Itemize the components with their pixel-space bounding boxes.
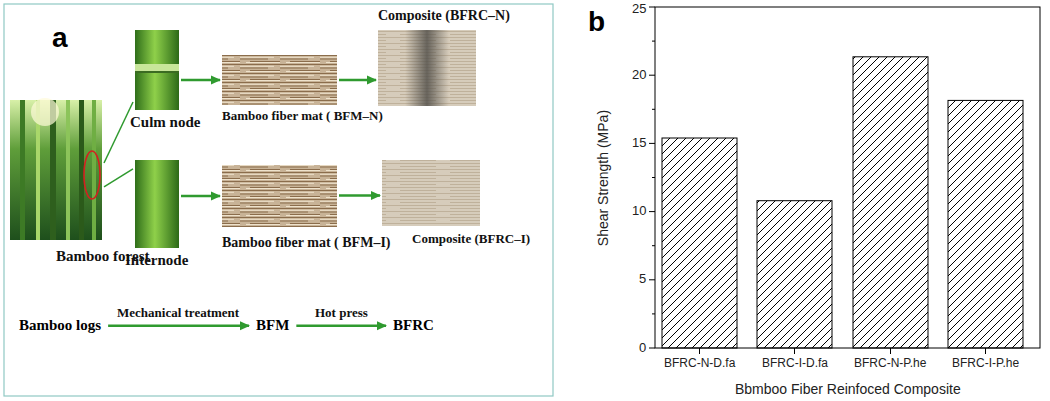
category-label: BFRC-I-P.he — [952, 357, 1019, 371]
bar — [662, 138, 737, 348]
step-text: Bamboo logs — [19, 317, 101, 334]
leader-line — [104, 102, 133, 163]
arrow-label: Hot press — [313, 306, 370, 321]
photo-label: Composite (BFRC–N) — [378, 8, 510, 24]
photo-label: Bamboo fiber mat ( BFM–I) — [222, 235, 391, 251]
composite-i-photo — [382, 160, 480, 226]
photo-label: Composite (BFRC–I) — [412, 232, 530, 247]
flow-step: BFM — [255, 316, 290, 335]
flow-arrow — [339, 194, 380, 197]
composite-n-photo — [378, 30, 476, 106]
tick-label: 15 — [632, 136, 646, 151]
bar — [757, 201, 832, 348]
photo-box: Culm node — [135, 30, 179, 110]
photo-label: Internode — [125, 252, 188, 269]
panel-frame — [4, 4, 553, 396]
bar-chart — [649, 7, 1040, 354]
step-text: BFRC — [393, 317, 434, 334]
panel-letter: a — [52, 22, 68, 54]
fiber-mat-i-photo — [222, 165, 337, 227]
flow-arrow — [339, 79, 376, 82]
tick-label: 10 — [632, 204, 646, 219]
plot-frame — [655, 7, 1040, 348]
photo-box: Bamboo fiber mat ( BFM–N) — [222, 55, 337, 105]
panel-letter: b — [588, 6, 605, 38]
step-text: BFM — [256, 317, 289, 334]
photo-box: Composite (BFRC–I) — [382, 160, 480, 226]
fiber-mat-n-photo — [222, 55, 337, 105]
tick-label: 25 — [632, 2, 646, 17]
photo-box: Internode — [135, 160, 179, 248]
axis-title: Shear Strength (MPa) — [595, 110, 611, 246]
category-label: BFRC-I-D.fa — [762, 357, 828, 371]
tick-label: 5 — [639, 272, 646, 287]
photo-label: Bamboo fiber mat ( BFM–N) — [222, 109, 383, 124]
internode-photo — [135, 160, 179, 248]
arrow-label: Mechanical treatment — [115, 306, 241, 321]
forest-photo — [10, 98, 102, 240]
flow-step: Bamboo logs — [18, 316, 102, 335]
bar — [948, 100, 1023, 348]
leader-line — [104, 169, 133, 187]
category-label: BFRC-N-D.fa — [664, 357, 735, 371]
axis-ticks — [649, 7, 986, 354]
flow-arrow — [296, 324, 386, 327]
flow-arrow — [181, 79, 220, 82]
culm-node-photo — [135, 30, 179, 110]
axis-title: Bbmboo Fiber Reinfoced Composite — [735, 381, 961, 397]
photo-box: Bamboo fiber mat ( BFM–I) — [222, 165, 337, 227]
category-label: BFRC-N-P.he — [854, 357, 926, 371]
photo-box: Bamboo forest — [10, 100, 102, 240]
tick-label: 20 — [632, 68, 646, 83]
photo-label: Culm node — [130, 114, 200, 131]
flow-arrow — [108, 324, 249, 327]
bar — [853, 57, 928, 348]
tick-label: 0 — [639, 341, 646, 356]
flow-arrow — [181, 195, 220, 198]
flow-step: BFRC — [392, 316, 435, 335]
photo-box: Composite (BFRC–N) — [378, 30, 476, 106]
